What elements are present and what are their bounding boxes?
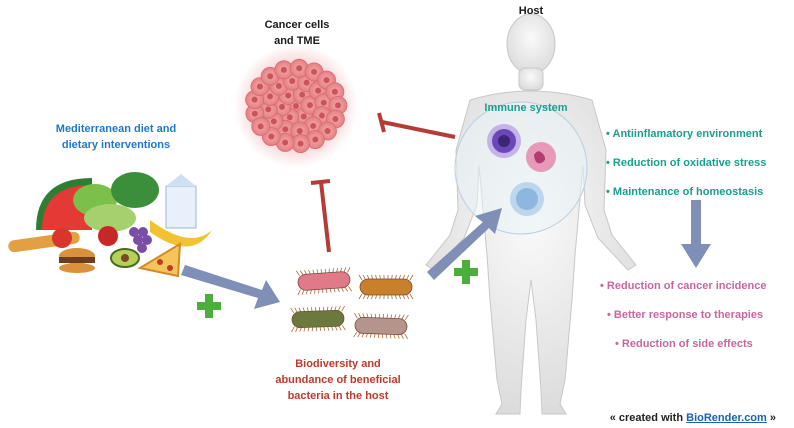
plus-icon	[197, 294, 221, 318]
tumor-cell-nucleus	[280, 66, 287, 73]
tumor-cell-nucleus	[312, 136, 319, 143]
tumor-cell-nucleus	[296, 65, 303, 72]
tumor-cell-nucleus	[251, 110, 258, 117]
tumor-cell-nucleus	[267, 73, 274, 80]
cancer-title-line2: and TME	[274, 34, 320, 47]
bacteria-label: Biodiversity and abundance of beneficial…	[268, 357, 408, 405]
diet-label: Mediterranean diet and dietary intervent…	[28, 122, 204, 154]
tumor-cell-nucleus	[311, 68, 318, 75]
bacteria-icon	[290, 266, 414, 340]
tumor-cell-nucleus	[320, 99, 327, 106]
neutrophil-icon	[526, 142, 556, 172]
tumor-cell-nucleus	[268, 133, 275, 140]
inhibition-bar-icon	[310, 112, 456, 253]
tumor-cell-nucleus	[300, 113, 307, 120]
bacteria-line3: bacteria in the host	[287, 389, 389, 402]
immune-system-label: Immune system	[484, 102, 568, 114]
tumor-cell-nucleus	[270, 118, 277, 125]
tumor-cell-nucleus	[293, 103, 299, 109]
biorender-link[interactable]: BioRender.com	[686, 412, 767, 424]
bacteria-line1: Biodiversity and	[295, 358, 381, 370]
tumor-cell-nucleus	[265, 106, 272, 113]
tumor-cell-nucleus	[297, 140, 304, 147]
tumor-cell-nucleus	[257, 123, 264, 130]
outcome-item: • Reduction of side effects	[615, 338, 753, 350]
tumor-cell-nucleus	[299, 91, 306, 98]
outcome-item: • Reduction of cancer incidence	[600, 280, 767, 292]
immune-cell-icon	[487, 124, 521, 158]
plus-icon	[454, 260, 478, 284]
tumor-cell-nucleus	[331, 88, 338, 95]
arrow-icon	[427, 208, 502, 280]
tumor-cell-nucleus	[282, 139, 289, 146]
cancer-cells-title: Cancer cells and TME	[262, 18, 332, 50]
bacterium	[290, 305, 346, 333]
tumor-cell-nucleus	[275, 83, 282, 90]
host-title: Host	[518, 5, 544, 17]
tumor-cell-nucleus	[251, 96, 258, 103]
tumor-cell-nucleus	[334, 102, 341, 109]
tumor-cell-nucleus	[310, 122, 317, 129]
bacteria-line2: abundance of beneficial	[275, 373, 401, 386]
tumor-cell-nucleus	[286, 114, 293, 121]
tumor-cell-nucleus	[303, 79, 310, 86]
tumor-cell-nucleus	[289, 78, 296, 85]
tumor-icon	[234, 44, 358, 168]
tumor-cell-nucleus	[318, 112, 325, 119]
diet-line2: dietary interventions	[61, 138, 171, 151]
bacterium	[295, 266, 353, 296]
host-effect-item: • Maintenance of homeostasis	[606, 186, 764, 198]
arrow-icon	[181, 265, 280, 309]
outcome-item: • Better response to therapies	[607, 309, 764, 321]
host-effect-item: • Reduction of oxidative stress	[606, 157, 767, 169]
bacterium	[353, 312, 409, 340]
tumor-cell-nucleus	[282, 126, 289, 133]
tumor-cell-nucleus	[285, 92, 292, 99]
lymphocyte-icon	[510, 182, 544, 216]
diet-line1: Mediterranean diet and	[55, 123, 177, 135]
tumor-cell-nucleus	[323, 77, 330, 84]
bacterium	[358, 274, 414, 300]
tumor-cell-nucleus	[324, 127, 331, 134]
host-effects-list: • Antiinflamatory environment • Reductio…	[606, 120, 792, 207]
footer-credit: « created with BioRender.com »	[609, 412, 776, 424]
food-icon	[8, 172, 212, 278]
tumor-cell-nucleus	[296, 127, 303, 134]
arrow-icon	[681, 200, 711, 268]
tumor-cell-nucleus	[267, 93, 274, 100]
tumor-cell-nucleus	[306, 102, 313, 109]
outcomes-list: • Reduction of cancer incidence • Better…	[600, 272, 790, 359]
immune-bubble	[454, 101, 588, 235]
tumor-cell-nucleus	[279, 103, 286, 110]
tumor-cell-nucleus	[315, 87, 322, 94]
cancer-title-line1: Cancer cells	[264, 19, 330, 31]
host-effect-item: • Antiinflamatory environment	[606, 128, 763, 140]
tumor-cell-nucleus	[332, 116, 339, 123]
tumor-cell-nucleus	[256, 83, 263, 90]
